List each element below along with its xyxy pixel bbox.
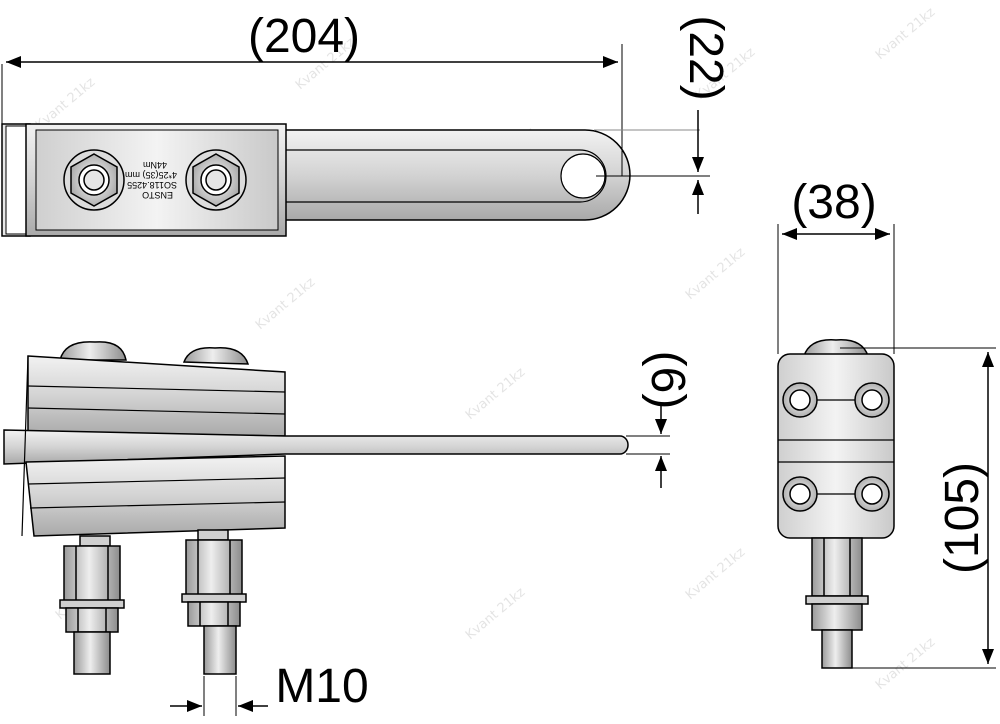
marking-line-3: 4*25(35) mm — [125, 170, 177, 180]
watermark-text: Kvant 21kz — [463, 365, 528, 423]
side-view — [3, 341, 629, 675]
nut-right — [185, 149, 247, 211]
marking-line-4: 44Nm — [143, 160, 167, 170]
watermark-text: Kvant 21kz — [873, 635, 938, 693]
dim-bolt-thread: M10 — [275, 660, 368, 713]
lower-wedge — [25, 455, 286, 537]
end-view — [777, 339, 895, 669]
watermark-text: Kvant 21kz — [683, 245, 748, 303]
dim-top-height: (22) — [679, 15, 732, 100]
end-cap-face — [5, 125, 27, 235]
watermark-text: Kvant 21kz — [683, 545, 748, 603]
watermark-text: Kvant 21kz — [463, 585, 528, 643]
bolt-right — [181, 529, 247, 675]
watermark-layer: Kvant 21kz Kvant 21kz Kvant 21kz Kvant 2… — [33, 5, 938, 693]
marking-line-2: SO118.4255 — [127, 180, 177, 190]
dimension-lines — [1, 44, 996, 716]
dim-tongue-thickness: (6) — [641, 351, 694, 410]
side-tongue — [3, 429, 629, 465]
watermark-text: Kvant 21kz — [253, 275, 318, 333]
top-nut-dome-right — [182, 347, 250, 365]
upper-wedge — [27, 355, 286, 437]
end-bolt — [805, 537, 869, 669]
tongue-hook — [284, 129, 631, 221]
dim-overall-length: (204) — [248, 10, 360, 63]
clamp-marking: ENSTO SO118.4255 4*25(35) mm 44Nm — [125, 160, 177, 200]
end-top-dome — [802, 339, 870, 357]
bolt-left — [59, 535, 125, 675]
dimension-labels: (204) (22) (6) (38) (105) M10 — [248, 10, 989, 713]
top-view — [1, 123, 631, 237]
dim-end-height: (105) — [936, 462, 989, 574]
top-nut-dome-left — [59, 341, 127, 361]
watermark-text: Kvant 21kz — [873, 5, 938, 63]
marking-line-1: ENSTO — [142, 190, 173, 200]
dim-end-width: (38) — [791, 176, 876, 229]
nut-left — [63, 149, 125, 211]
end-bolt-heads — [782, 382, 890, 512]
